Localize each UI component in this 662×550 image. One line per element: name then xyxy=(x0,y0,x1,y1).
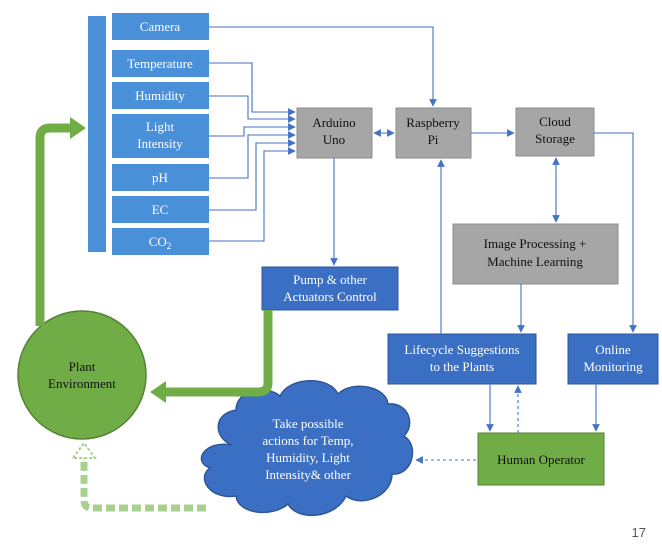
actions-cloud: Take possible actions for Temp, Humidity… xyxy=(200,380,414,517)
sensor-label-light-1: Light xyxy=(146,119,175,134)
sensor-box-camera: Camera xyxy=(112,13,209,40)
arrow-camera-to-pi xyxy=(209,26,437,107)
svg-text:Pi: Pi xyxy=(428,132,439,147)
arrow-plant-to-sensors xyxy=(35,123,72,326)
page-number: 17 xyxy=(631,525,646,540)
sensor-box-temperature: Temperature xyxy=(112,50,209,77)
svg-text:Storage: Storage xyxy=(535,131,575,146)
svg-text:Machine Learning: Machine Learning xyxy=(487,254,583,269)
raspberry-pi-box: Raspberry Pi xyxy=(395,107,472,159)
sensor-box-co2: CO2 xyxy=(112,228,209,255)
svg-text:Intensity& other: Intensity& other xyxy=(265,467,351,482)
sensor-label-temperature: Temperature xyxy=(127,56,193,71)
arrow-ec-to-arduino xyxy=(209,139,296,211)
arrow-actions-to-plant xyxy=(80,460,206,512)
svg-text:to the Plants: to the Plants xyxy=(430,359,494,374)
sensor-box-light-intensity: Light Intensity xyxy=(112,114,209,158)
svg-text:Take possible: Take possible xyxy=(273,416,344,431)
sensor-label-co2: CO2 xyxy=(149,234,172,251)
svg-text:Actuators Control: Actuators Control xyxy=(283,289,377,304)
arrow-temperature-to-arduino xyxy=(209,62,296,116)
lifecycle-suggestions-box: Lifecycle Suggestions to the Plants xyxy=(387,333,537,385)
pump-actuators-box: Pump & other Actuators Control xyxy=(261,266,399,311)
online-monitoring-box: Online Monitoring xyxy=(567,333,659,385)
sensor-bus-bar xyxy=(88,16,106,252)
cloud-storage-box: Cloud Storage xyxy=(515,107,595,157)
svg-text:Image Processing +: Image Processing + xyxy=(484,236,587,251)
sensor-box-ec: EC xyxy=(112,196,209,223)
svg-text:Environment: Environment xyxy=(48,376,116,391)
svg-text:actions for Temp,: actions for Temp, xyxy=(263,433,354,448)
sensor-label-ec: EC xyxy=(152,202,169,217)
arrow-humidity-to-arduino xyxy=(209,95,296,123)
svg-text:Human Operator: Human Operator xyxy=(497,452,585,467)
human-operator-box: Human Operator xyxy=(477,432,605,486)
sensor-box-ph: pH xyxy=(112,164,209,191)
svg-text:Monitoring: Monitoring xyxy=(583,359,643,374)
svg-text:Humidity, Light: Humidity, Light xyxy=(266,450,350,465)
svg-text:Cloud: Cloud xyxy=(539,114,571,129)
arrow-ph-to-arduino xyxy=(209,131,296,179)
arrow-co2-to-arduino xyxy=(209,147,296,242)
svg-text:Raspberry: Raspberry xyxy=(406,115,460,130)
green-feedback-arrows xyxy=(35,117,273,512)
sensor-label-camera: Camera xyxy=(140,19,181,34)
sensor-label-humidity: Humidity xyxy=(135,88,185,103)
svg-text:Online: Online xyxy=(595,342,631,357)
sensor-label-light-2: Intensity xyxy=(137,136,183,151)
svg-text:Pump & other: Pump & other xyxy=(293,272,367,287)
svg-text:Uno: Uno xyxy=(323,132,345,147)
arrow-cloud-to-monitoring xyxy=(594,132,637,333)
sensor-label-ph: pH xyxy=(152,170,168,185)
sensor-box-humidity: Humidity xyxy=(112,82,209,109)
arduino-box: Arduino Uno xyxy=(296,107,373,159)
arrow-pump-to-plant xyxy=(164,310,273,397)
svg-text:Plant: Plant xyxy=(69,359,96,374)
plant-environment-circle: Plant Environment xyxy=(17,310,147,440)
image-processing-box: Image Processing + Machine Learning xyxy=(452,223,619,285)
connectors xyxy=(209,26,637,464)
svg-text:Arduino: Arduino xyxy=(312,115,355,130)
arrow-light-to-arduino xyxy=(209,123,296,137)
svg-text:Lifecycle Suggestions: Lifecycle Suggestions xyxy=(404,342,519,357)
